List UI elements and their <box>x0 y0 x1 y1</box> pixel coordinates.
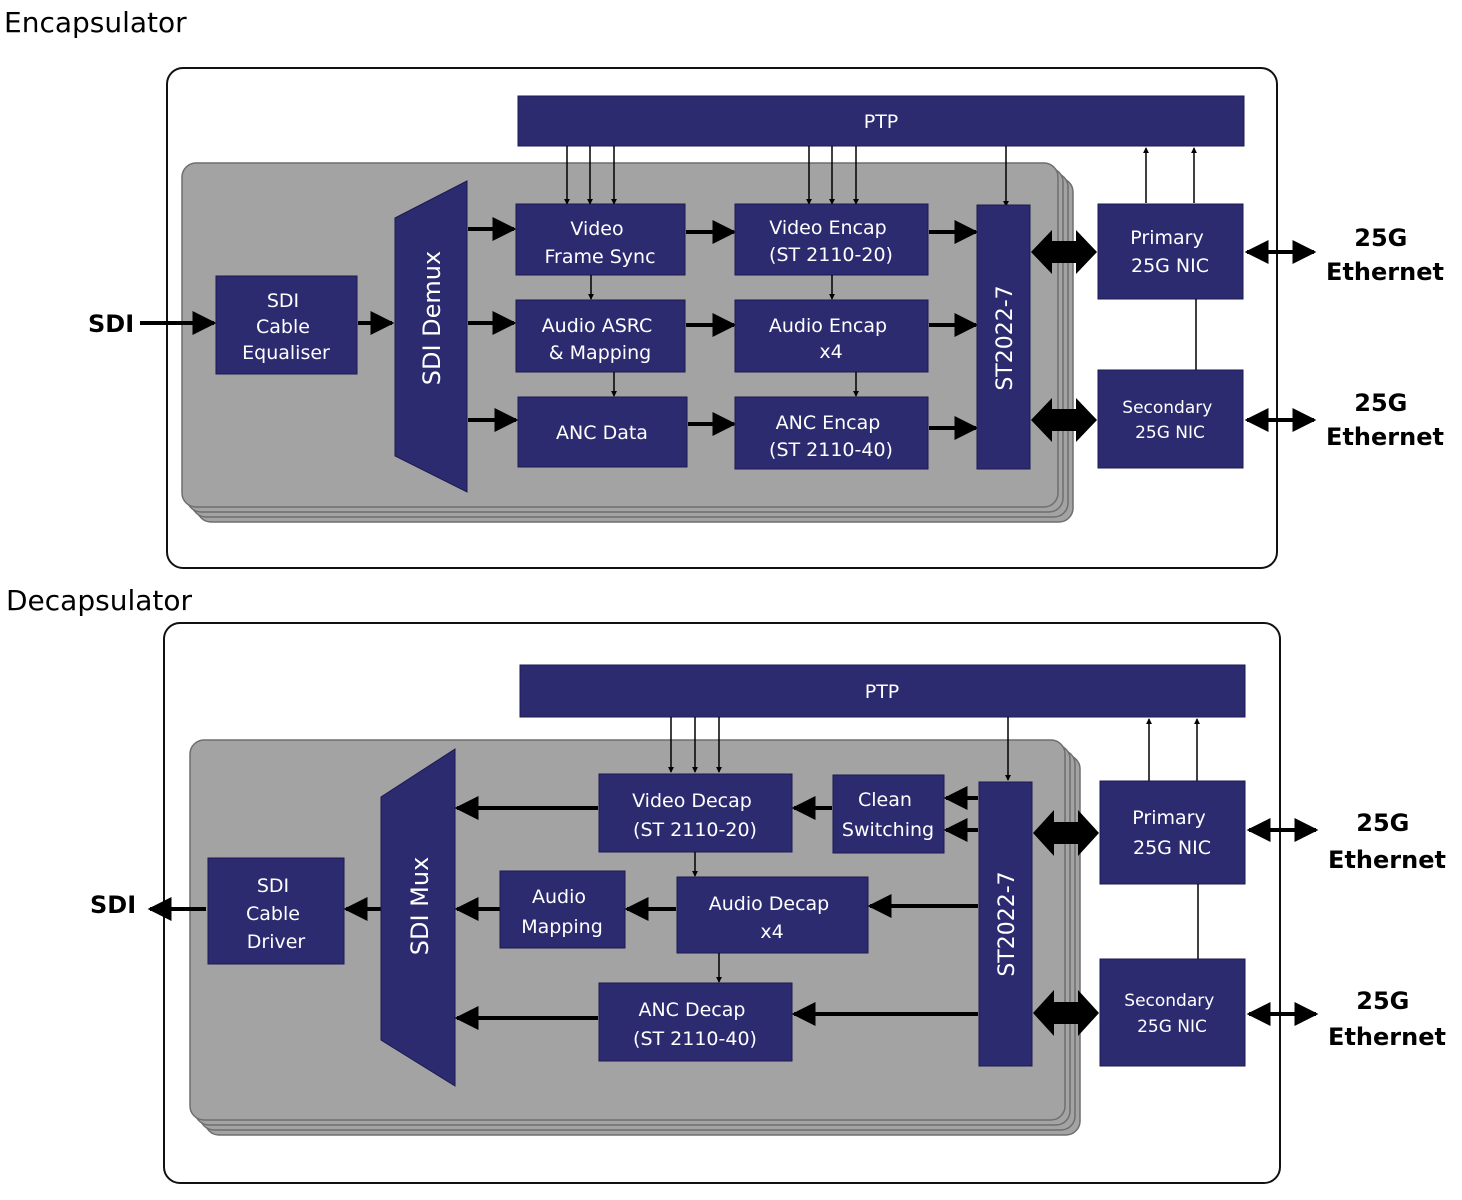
secondary-nic <box>1099 958 1246 1067</box>
sdi-mux-label: SDI Mux <box>406 857 434 956</box>
audio-mapping <box>499 870 626 949</box>
st2022-7-label: ST2022-7 <box>993 285 1018 390</box>
audio-asrc-mapping <box>515 299 686 373</box>
audio-encap-label: Audio Encap x4 <box>769 315 893 363</box>
encapsulator-title: Encapsulator <box>4 6 187 39</box>
sdi-output-label: SDI <box>90 891 136 919</box>
primary-nic-label: Primary 25G NIC <box>1132 807 1211 859</box>
sdi-cable-equaliser-label: SDI Cable Equaliser <box>242 290 330 364</box>
ethernet-primary-label: 25G Ethernet <box>1328 809 1446 874</box>
video-decap-label: Video Decap (ST 2110-20) <box>632 790 758 841</box>
sdi-demux <box>394 180 468 493</box>
audio-decap-label: Audio Decap x4 <box>709 893 836 943</box>
secondary-nic-label: Secondary 25G NIC <box>1122 398 1217 443</box>
ethernet-secondary-label: 25G Ethernet <box>1328 987 1446 1051</box>
primary-nic-label: Primary 25G NIC <box>1130 227 1209 277</box>
audio-decap <box>676 876 869 954</box>
sdi-input-label: SDI <box>88 310 134 338</box>
video-encap <box>734 203 929 276</box>
ptp-label: PTP <box>865 681 900 703</box>
anc-encap <box>734 396 929 470</box>
anc-data <box>517 396 688 468</box>
audio-asrc-mapping-label: Audio ASRC & Mapping <box>542 315 659 364</box>
decapsulator-title: Decapsulator <box>6 584 192 617</box>
ptp-bar <box>519 664 1246 718</box>
secondary-nic <box>1097 369 1244 469</box>
bidirectional-bus-arrow <box>1033 990 1099 1036</box>
ptp-bar <box>517 95 1245 147</box>
sdi-cable-driver <box>207 857 345 965</box>
secondary-nic-label: Secondary 25G NIC <box>1124 991 1219 1037</box>
st2022-7-block <box>978 781 1033 1067</box>
anc-encap-label: ANC Encap (ST 2110-40) <box>769 412 893 461</box>
primary-nic <box>1099 780 1246 885</box>
audio-encap <box>734 299 929 373</box>
ptp-label: PTP <box>864 111 899 133</box>
sdi-mux <box>380 748 456 1087</box>
bidirectional-bus-arrow <box>1031 398 1097 442</box>
st2022-7-block <box>976 204 1031 470</box>
audio-mapping-label: Audio Mapping <box>521 886 603 938</box>
clean-switching <box>832 774 945 854</box>
anc-decap <box>598 982 793 1062</box>
bidirectional-bus-arrow <box>1033 810 1099 856</box>
primary-nic <box>1097 203 1244 300</box>
video-encap-label: Video Encap (ST 2110-20) <box>769 217 893 266</box>
bidirectional-bus-arrow <box>1031 230 1097 274</box>
encapsulator-section: Encapsulator PTP SDI SDI Cable Equaliser <box>4 6 1444 569</box>
anc-data-label: ANC Data <box>556 422 648 444</box>
anc-decap-label: ANC Decap (ST 2110-40) <box>633 999 757 1050</box>
sdi-demux-label: SDI Demux <box>418 251 446 385</box>
sdi-cable-equaliser <box>215 275 358 375</box>
ethernet-secondary-label: 25G Ethernet <box>1326 389 1444 451</box>
clean-switching-label: Clean Switching <box>842 789 934 841</box>
video-frame-sync-label: Video Frame Sync <box>544 218 655 268</box>
st2022-7-label: ST2022-7 <box>995 871 1020 976</box>
video-frame-sync <box>515 203 686 276</box>
ethernet-primary-label: 25G Ethernet <box>1326 224 1444 286</box>
video-decap <box>598 773 793 853</box>
decapsulator-section: Decapsulator PTP SDI SDI Cable Driver SD… <box>6 584 1446 1184</box>
sdi-cable-driver-label: SDI Cable Driver <box>246 875 306 953</box>
